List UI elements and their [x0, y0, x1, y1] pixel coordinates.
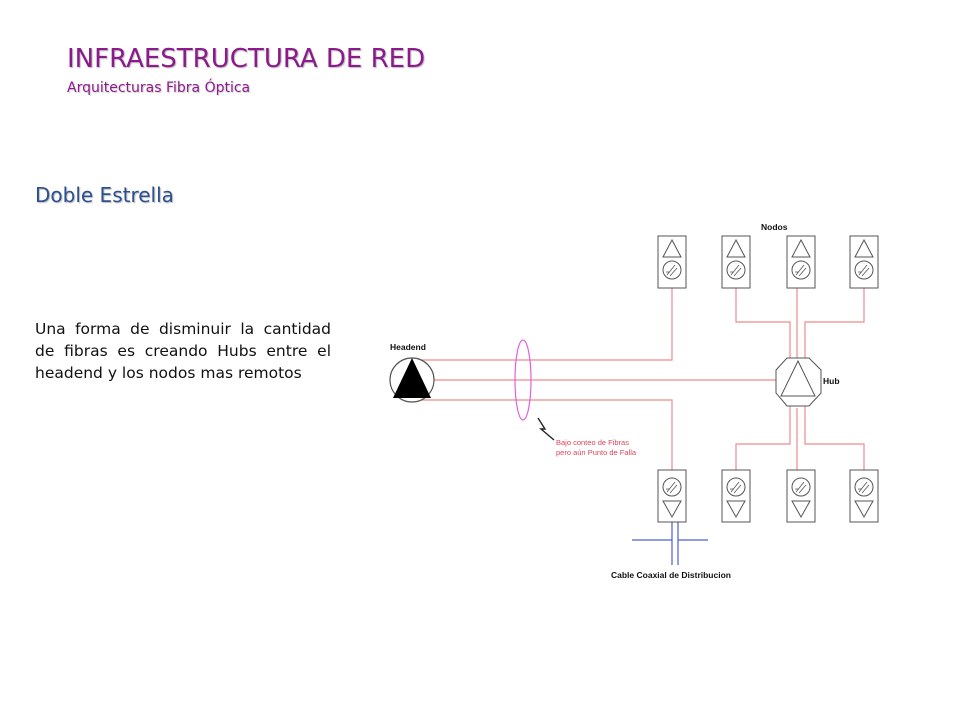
node-bottom-3	[786, 469, 816, 523]
coax-lines	[632, 520, 708, 565]
fiber-lines	[412, 288, 865, 470]
section-title: Doble Estrella	[35, 183, 174, 207]
annotation-line-1: Bajo conteo de Fibras	[556, 438, 629, 447]
fault-point-icon	[537, 417, 555, 441]
node-bottom-2	[721, 469, 751, 523]
annotation-line-2: pero aún Punto de Falla	[556, 448, 637, 457]
hub-label: Hub	[823, 376, 840, 386]
node-top-1	[657, 235, 687, 289]
description-text: Una forma de disminuir la cantidad de fi…	[35, 320, 331, 382]
hub-icon	[775, 357, 822, 407]
node-top-4	[849, 235, 879, 289]
node-top-3	[786, 235, 816, 289]
node-top-2	[721, 235, 751, 289]
nodes-label: Nodos	[761, 222, 788, 232]
node-bottom-4	[849, 469, 879, 523]
slide-title: INFRAESTRUCTURA DE RED	[67, 44, 426, 74]
slide-subtitle: Arquitecturas Fibra Óptica	[67, 80, 251, 96]
headend-label: Headend	[390, 342, 426, 352]
coax-cable-label: Cable Coaxial de Distribucion	[611, 570, 731, 580]
node-bottom-1	[657, 469, 687, 523]
headend-icon	[389, 357, 435, 403]
fiber-bundle-ellipse	[514, 339, 532, 421]
